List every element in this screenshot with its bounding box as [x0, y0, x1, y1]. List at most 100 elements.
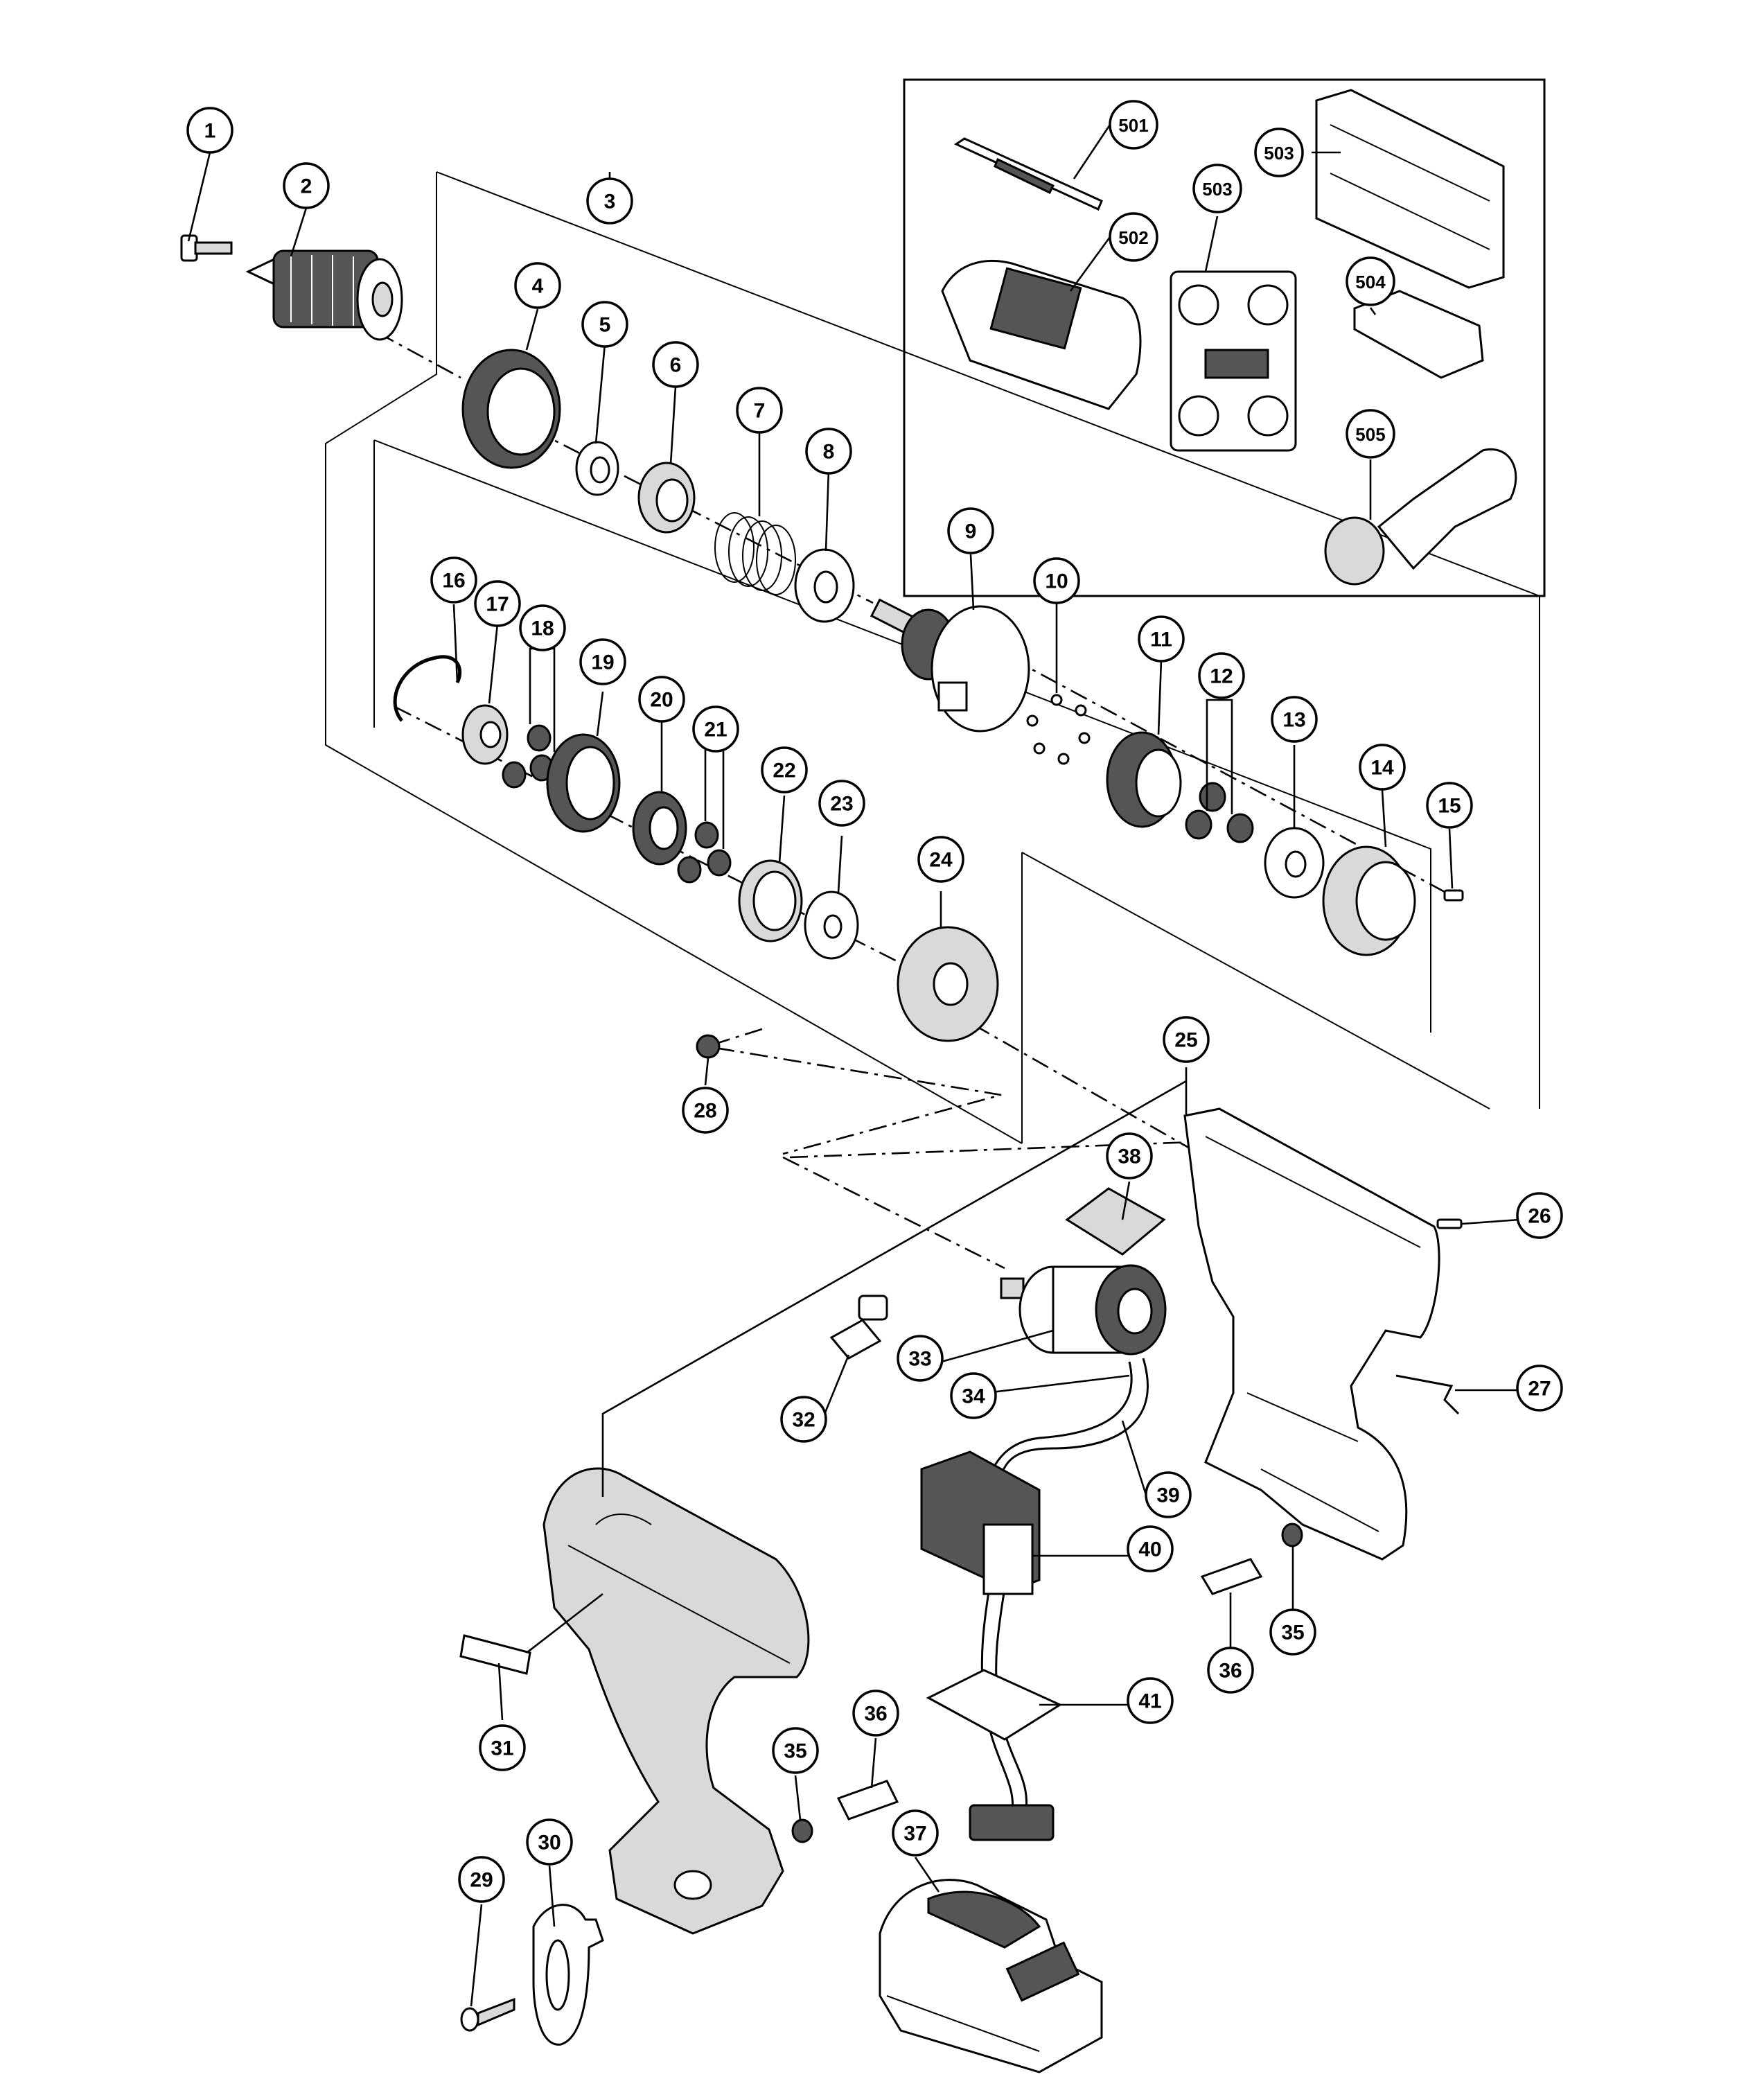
- spring-27-part: [1395, 1374, 1460, 1415]
- adapter-part: [1353, 290, 1484, 379]
- callout-layer: 1234567891011121314151617181920212223242…: [186, 100, 1563, 1903]
- callout-label: 17: [486, 593, 509, 616]
- battery-part: [879, 1879, 1103, 2073]
- callout-label: 31: [491, 1737, 513, 1760]
- callout-6: 6: [652, 341, 699, 388]
- charger-part: [941, 259, 1142, 410]
- planet-gears-18-part: [502, 724, 554, 789]
- spindle-case-part: [870, 598, 1030, 733]
- callout-label: 27: [1528, 1378, 1551, 1401]
- motor-plate-part: [897, 926, 999, 1042]
- callout-502: 502: [1109, 212, 1158, 262]
- callout-2: 2: [283, 162, 330, 209]
- planet-gears-12-part: [1185, 782, 1254, 843]
- planet-gears-21-part: [677, 821, 732, 884]
- callout-32: 32: [780, 1396, 827, 1443]
- callout-label: 30: [538, 1832, 561, 1854]
- case-closed-part: [1315, 89, 1505, 289]
- callout-41: 41: [1127, 1677, 1174, 1724]
- callout-label: 40: [1138, 1538, 1161, 1561]
- callout-29: 29: [458, 1856, 505, 1903]
- callout-label: 503: [1202, 179, 1232, 200]
- callout-label: 23: [830, 793, 853, 816]
- callout-21: 21: [692, 705, 739, 753]
- callout-label: 16: [442, 570, 465, 593]
- callout-label: 3: [604, 191, 616, 213]
- ring-22-part: [738, 859, 803, 942]
- callout-label: 28: [694, 1100, 716, 1123]
- callout-label: 505: [1355, 424, 1385, 445]
- callout-label: 504: [1355, 272, 1386, 292]
- callout-35: 35: [772, 1727, 819, 1774]
- callout-14: 14: [1359, 744, 1406, 791]
- callout-label: 13: [1282, 709, 1305, 732]
- callout-label: 24: [929, 849, 953, 872]
- callout-label: 39: [1156, 1484, 1179, 1507]
- callout-label: 18: [531, 617, 554, 640]
- callout-503: 503: [1254, 128, 1304, 177]
- callout-38: 38: [1106, 1132, 1153, 1179]
- gear-assembly-outline: [325, 171, 1540, 1144]
- hook-part: [532, 1904, 604, 2046]
- callout-36: 36: [852, 1690, 899, 1737]
- steel-balls-part: [1026, 694, 1091, 765]
- screw-26-part: [1436, 1218, 1463, 1229]
- washer-13-part: [1264, 827, 1325, 899]
- switch-part: [920, 1450, 1041, 1595]
- callout-13: 13: [1271, 696, 1318, 743]
- magnet-36-right-part: [1200, 1558, 1263, 1595]
- led-board-part: [1065, 1187, 1166, 1256]
- callout-label: 38: [1118, 1146, 1140, 1168]
- gear-case-part: [1322, 845, 1416, 956]
- callout-label: 35: [1281, 1622, 1304, 1644]
- callout-37: 37: [892, 1809, 939, 1857]
- callout-28: 28: [682, 1087, 729, 1134]
- carrier-20-part: [632, 791, 687, 866]
- case-open-part: [1170, 270, 1297, 452]
- retaining-ring-part: [393, 655, 462, 722]
- callout-label: 19: [591, 651, 614, 674]
- callout-505: 505: [1346, 409, 1395, 459]
- callout-label: 25: [1174, 1029, 1197, 1052]
- callout-label: 36: [1219, 1660, 1242, 1683]
- ring-gear-19-part: [546, 733, 621, 833]
- callout-10: 10: [1033, 557, 1080, 604]
- spring-7-part: [714, 512, 796, 595]
- callout-label: 36: [864, 1703, 887, 1726]
- callout-18: 18: [519, 604, 566, 651]
- callout-5: 5: [581, 301, 628, 348]
- callout-label: 6: [670, 354, 682, 377]
- light-part: [1324, 448, 1517, 586]
- callout-label: 5: [599, 314, 611, 337]
- terminal-block-part: [926, 1669, 1063, 1841]
- callout-23: 23: [818, 780, 865, 827]
- callout-30: 30: [526, 1818, 573, 1866]
- callout-label: 12: [1210, 665, 1233, 688]
- callout-7: 7: [736, 387, 783, 434]
- switch-lever-part: [829, 1295, 888, 1360]
- callout-8: 8: [805, 428, 852, 475]
- callout-label: 7: [754, 400, 766, 423]
- callout-label: 10: [1045, 570, 1068, 593]
- callout-label: 14: [1370, 757, 1394, 780]
- callout-label: 9: [965, 520, 977, 543]
- callout-label: 503: [1264, 143, 1294, 164]
- callout-16: 16: [430, 556, 477, 604]
- callout-12: 12: [1198, 652, 1245, 699]
- screw-29-part: [460, 1997, 515, 2032]
- callout-label: 11: [1150, 629, 1172, 651]
- callout-24: 24: [917, 836, 964, 883]
- callout-34: 34: [950, 1372, 997, 1419]
- leader-lines: [187, 124, 1520, 2007]
- callout-label: 35: [784, 1740, 806, 1763]
- washer-23-part: [804, 891, 859, 960]
- callout-503: 503: [1192, 164, 1242, 213]
- callout-label: 41: [1138, 1690, 1161, 1713]
- nut-28-part: [696, 1034, 721, 1059]
- callout-9: 9: [947, 507, 994, 554]
- callout-35: 35: [1269, 1608, 1316, 1656]
- callout-20: 20: [638, 676, 685, 723]
- nut-35-right-part: [1281, 1523, 1303, 1547]
- nut-6-part: [637, 462, 696, 534]
- callout-label: 502: [1118, 227, 1148, 248]
